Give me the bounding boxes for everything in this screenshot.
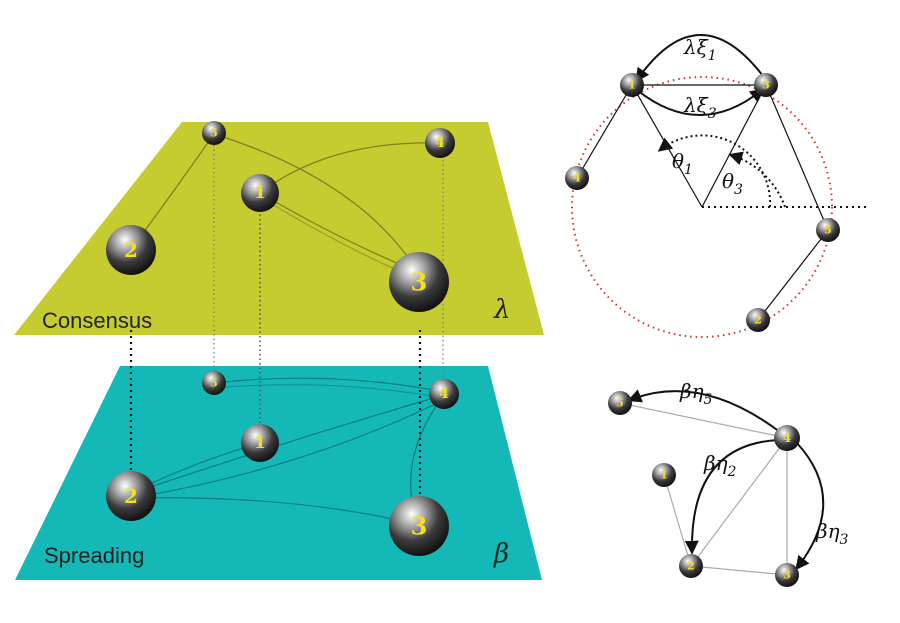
spreading-graph-node-5: 5 <box>608 391 632 415</box>
consensus-node-5: 5 <box>202 121 226 145</box>
spreading-diagram: βη5 βη2 βη3 5 4 1 2 3 <box>608 379 849 587</box>
radius-3 <box>701 84 767 208</box>
label-theta-1: θ1 <box>672 149 693 178</box>
consensus-layer: Consensus λ <box>14 122 544 335</box>
lambda-label: λ <box>493 295 510 325</box>
svg-text:3: 3 <box>411 268 428 297</box>
consensus-node-4: 4 <box>425 128 455 158</box>
consensus-node-2: 2 <box>106 225 156 275</box>
svg-text:1: 1 <box>254 183 266 203</box>
svg-text:2: 2 <box>687 560 695 573</box>
spreading-layer: Spreading β <box>15 366 542 580</box>
svg-text:3: 3 <box>762 79 770 92</box>
label-beta-eta-3: βη3 <box>815 519 849 548</box>
spreading-edge-2-4b <box>131 399 445 499</box>
arc-lambda-xi-3 <box>636 88 765 116</box>
svg-text:1: 1 <box>660 469 668 482</box>
beta-label: β <box>493 539 509 569</box>
svg-text:4: 4 <box>435 135 445 151</box>
spreading-graph-node-4: 4 <box>774 425 800 451</box>
svg-text:2: 2 <box>124 484 138 508</box>
spreading-graph-node-3: 3 <box>775 563 799 587</box>
label-lambda-xi-3: λξ3 <box>683 93 717 122</box>
spreading-graph-node-2: 2 <box>679 554 703 578</box>
spreading-graph-node-1: 1 <box>652 463 676 487</box>
svg-text:1: 1 <box>628 79 636 92</box>
circle-node-4: 4 <box>565 166 589 190</box>
consensus-node-3: 3 <box>389 252 449 312</box>
svg-text:5: 5 <box>210 127 218 140</box>
circle-node-1: 1 <box>620 73 644 97</box>
consensus-plane <box>14 122 544 335</box>
svg-text:4: 4 <box>439 386 449 402</box>
angle-arc-theta-3 <box>728 151 786 208</box>
consensus-edge-1-4 <box>259 142 441 194</box>
spreading-node-2: 2 <box>106 471 156 521</box>
spreading-node-3: 3 <box>389 496 449 556</box>
arc-lambda-xi-1 <box>635 34 767 83</box>
phase-circle <box>571 76 833 338</box>
label-theta-3: θ3 <box>722 169 743 198</box>
circle-node-2: 2 <box>746 308 770 332</box>
angle-arc-theta-1 <box>657 134 772 208</box>
circle-node-3: 3 <box>754 73 778 97</box>
label-beta-eta-5: βη5 <box>679 379 713 408</box>
arc-beta-eta-5 <box>627 389 781 433</box>
spreading-edge-5-4b <box>213 384 445 399</box>
label-beta-eta-2: βη2 <box>703 451 737 480</box>
svg-text:5: 5 <box>616 397 624 410</box>
circle-node-5: 5 <box>816 218 840 242</box>
arc-beta-eta-2 <box>684 439 779 555</box>
svg-text:2: 2 <box>124 238 138 262</box>
spreading-node-1: 1 <box>241 424 279 462</box>
spreading-label: Spreading <box>44 543 144 568</box>
interlayer-links <box>129 145 444 500</box>
spreading-nodes: 5 4 1 2 3 <box>106 371 459 556</box>
spreading-edge-2-3 <box>131 497 419 526</box>
spreading-graph-edges <box>619 402 788 576</box>
svg-text:4: 4 <box>783 431 791 445</box>
svg-text:3: 3 <box>411 512 428 541</box>
svg-text:2: 2 <box>754 314 762 327</box>
consensus-circle-diagram: λξ1 λξ3 θ1 θ3 1 3 4 5 2 <box>565 34 868 338</box>
spreading-edge-2-4 <box>131 394 445 494</box>
label-lambda-xi-1: λξ1 <box>683 35 717 64</box>
arc-beta-eta-3 <box>795 441 825 571</box>
consensus-node-1: 1 <box>241 174 279 212</box>
consensus-edge-5-3 <box>213 133 419 273</box>
spreading-edge-5-4 <box>213 377 445 393</box>
spreading-node-4: 4 <box>429 379 459 409</box>
circle-edges <box>576 84 829 321</box>
svg-text:4: 4 <box>573 172 581 185</box>
svg-text:5: 5 <box>210 377 218 390</box>
svg-text:5: 5 <box>824 224 832 237</box>
consensus-nodes: 5 4 1 2 3 <box>106 121 455 312</box>
svg-text:3: 3 <box>783 569 791 582</box>
svg-text:1: 1 <box>254 433 266 453</box>
consensus-label: Consensus <box>42 308 152 333</box>
spreading-node-5: 5 <box>202 371 226 395</box>
